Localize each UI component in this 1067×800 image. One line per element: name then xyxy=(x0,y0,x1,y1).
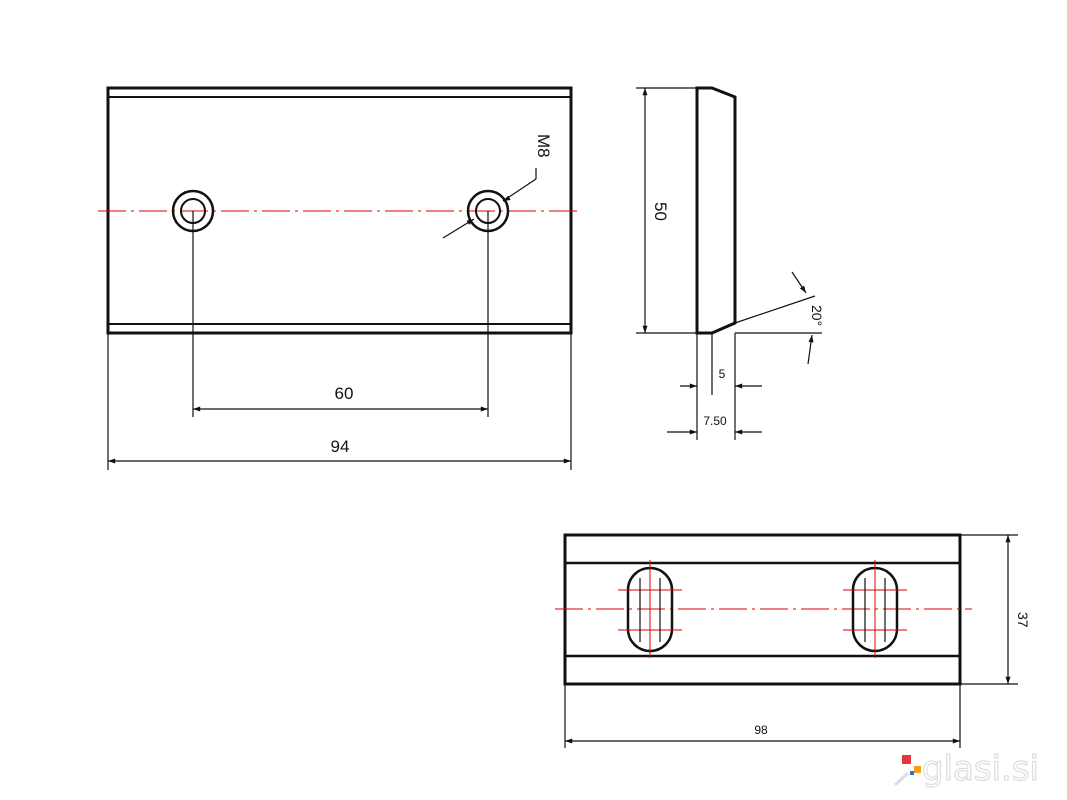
dim-angle: 20° xyxy=(809,305,825,326)
dim-height: 50 xyxy=(651,202,670,221)
front-view: 60 94 M8 xyxy=(98,86,582,470)
thread-label: M8 xyxy=(534,134,553,158)
watermark-text: glasi.si xyxy=(922,749,1039,789)
slot-right xyxy=(843,560,907,658)
watermark-logo: glasi.si xyxy=(893,748,1040,790)
dim-thickness: 7.50 xyxy=(703,414,727,428)
dim-width: 37 xyxy=(1015,612,1031,628)
logo-square-red xyxy=(902,755,911,764)
bottom-view: 37 98 xyxy=(555,533,1031,748)
side-profile xyxy=(695,86,737,335)
slot-left xyxy=(618,560,682,658)
dim-hole-spacing: 60 xyxy=(335,384,354,403)
dim-chamfer: 5 xyxy=(719,367,726,381)
side-view: 50 20° 5 7.50 xyxy=(636,86,825,440)
dim-length-bottom: 98 xyxy=(754,723,768,737)
dim-length: 94 xyxy=(331,437,350,456)
